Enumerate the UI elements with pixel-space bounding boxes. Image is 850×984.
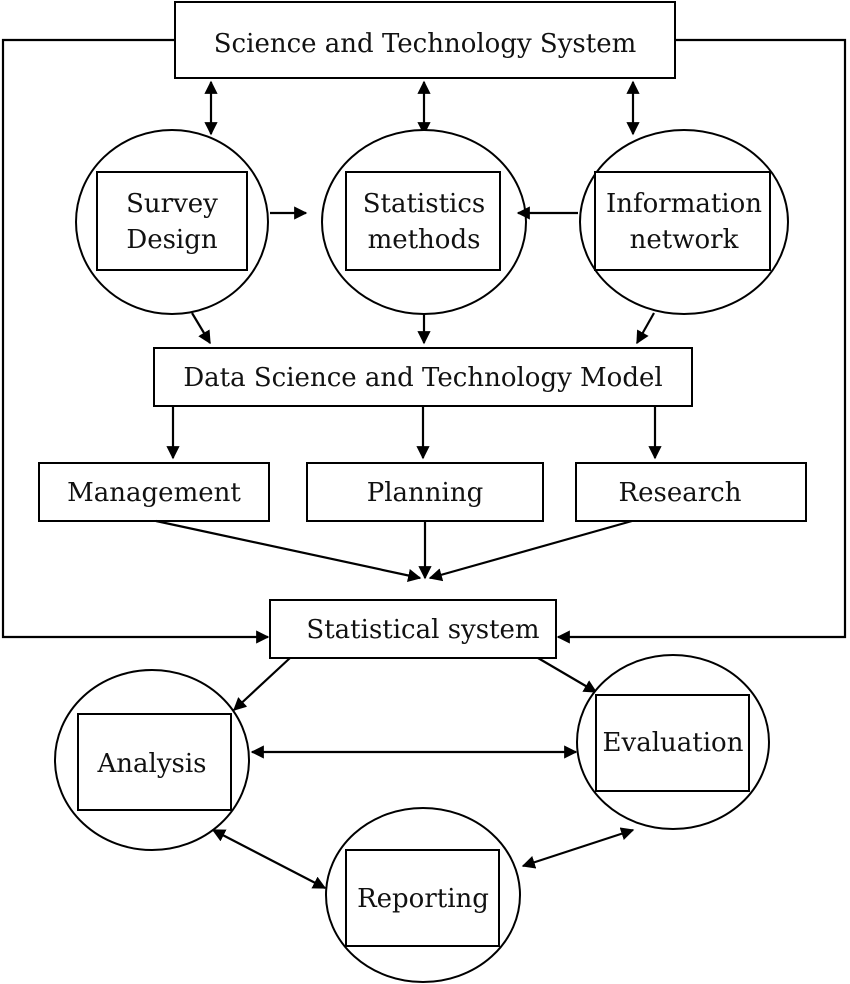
evaluation-node: Evaluation xyxy=(576,654,770,830)
science-technology-system-node: Science and Technology System xyxy=(174,1,676,79)
survey-design-label-line2: Design xyxy=(126,225,218,255)
science-technology-system-label: Science and Technology System xyxy=(214,29,637,59)
data-model-node: Data Science and Technology Model xyxy=(153,347,693,407)
model-to-outputs-arrows xyxy=(166,406,662,460)
planning-label: Planning xyxy=(367,478,484,508)
top-connectors xyxy=(204,80,640,136)
bottom-connectors xyxy=(211,745,635,889)
reporting-node: Reporting xyxy=(325,807,521,983)
statistics-methods-label-line1: Statistics xyxy=(363,189,486,219)
system-to-bottom-arrows xyxy=(233,657,598,711)
analysis-node: Analysis xyxy=(54,669,250,851)
analysis-label: Analysis xyxy=(96,749,206,779)
information-network-label-line1: Information xyxy=(606,189,762,219)
survey-design-label-line1: Survey xyxy=(126,189,218,219)
reporting-label: Reporting xyxy=(357,884,489,914)
management-label: Management xyxy=(67,478,241,508)
information-network-label-line2: network xyxy=(630,225,739,255)
circles-to-model-arrows xyxy=(191,312,655,345)
information-network-node: Information network xyxy=(579,129,789,315)
management-node: Management xyxy=(38,462,270,522)
feedback-loop xyxy=(1,38,847,644)
statistical-system-label: Statistical system xyxy=(306,615,539,645)
data-model-label: Data Science and Technology Model xyxy=(183,363,662,393)
statistics-methods-label-line2: methods xyxy=(368,225,481,255)
statistical-system-node: Statistical system xyxy=(269,599,557,659)
statistics-methods-node: Statistics methods xyxy=(321,129,527,315)
evaluation-label: Evaluation xyxy=(603,728,744,758)
converging-arrows xyxy=(155,519,633,582)
research-node: Research xyxy=(575,462,807,522)
planning-node: Planning xyxy=(306,462,544,522)
research-label: Research xyxy=(619,478,742,508)
survey-design-node: Survey Design xyxy=(75,129,269,315)
